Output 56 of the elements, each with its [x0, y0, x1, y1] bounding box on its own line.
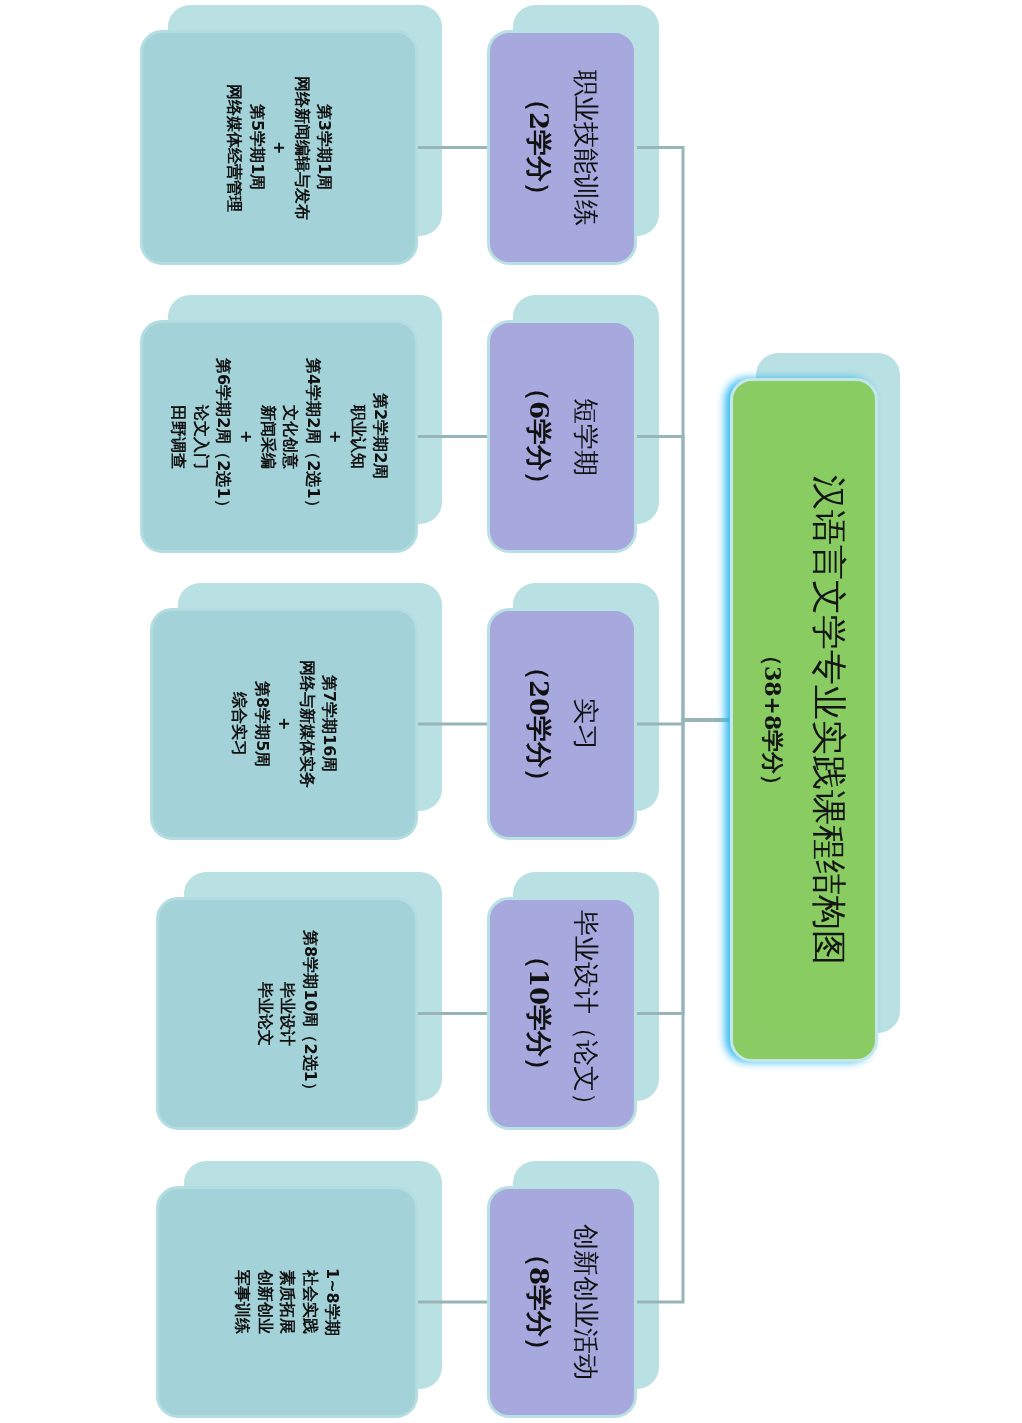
detail-text: 毕业设计	[277, 981, 299, 1046]
connector-line	[418, 722, 487, 726]
category-label: 职业技能训练	[570, 69, 602, 226]
detail-text: 创新创业	[254, 1270, 276, 1334]
title-text: 汉语言文学专业实践课程结构图	[807, 475, 850, 965]
category-label: （10学分）	[523, 943, 555, 1084]
detail-text: 第8学期10周（2选1）	[299, 929, 321, 1098]
detail-text: +	[274, 717, 296, 731]
category-box	[487, 320, 637, 553]
subtitle-text: （38+8学分）	[758, 643, 787, 797]
connector-line	[418, 1300, 487, 1304]
detail-box	[156, 897, 418, 1130]
detail-text: +	[269, 140, 291, 155]
detail-text: 第7学期16周	[319, 675, 340, 773]
connector-line	[418, 146, 487, 149]
detail-box	[156, 1186, 418, 1418]
detail-text: 综合实习	[229, 692, 251, 756]
detail-text: 素质拓展	[277, 1270, 299, 1334]
detail-text: 网络与新媒体实务	[296, 660, 318, 788]
category-label: （6学分）	[523, 375, 555, 498]
detail-text: 论文入门	[190, 404, 212, 469]
detail-text: 第2学期2周	[369, 393, 391, 480]
category-box	[487, 608, 637, 840]
detail-box	[150, 608, 418, 840]
category-box	[487, 1186, 637, 1418]
category-box	[487, 897, 637, 1130]
category-label: （20学分）	[523, 653, 555, 795]
connector-line	[418, 1012, 487, 1015]
category-label: 毕业设计（论文）	[570, 909, 602, 1118]
detail-text: 网络新闻编辑与发布	[291, 75, 313, 220]
detail-text: 第6学期2周（2选1）	[213, 358, 235, 515]
detail-text: 新闻采编	[258, 404, 279, 469]
detail-text: +	[235, 429, 257, 444]
detail-text: 文化创意	[280, 404, 302, 469]
detail-text: 网络媒体经营管理	[224, 83, 246, 212]
category-box	[487, 30, 637, 265]
detail-text: 1~8学期	[322, 1268, 343, 1336]
detail-text: 第4学期2周（2选1）	[302, 358, 324, 515]
title-box	[730, 378, 878, 1062]
detail-box	[140, 320, 418, 553]
detail-text: +	[325, 429, 347, 444]
detail-text: 田野调查	[168, 404, 190, 469]
detail-text: 毕业论文	[254, 981, 276, 1046]
detail-box	[140, 30, 418, 265]
detail-text: 军事训练	[232, 1270, 254, 1334]
category-label: （8学分）	[523, 1240, 555, 1364]
category-label: 创新创业活动	[570, 1224, 602, 1380]
detail-text: 第8学期5周	[251, 680, 273, 768]
connector-line	[418, 435, 487, 438]
detail-text: 第5学期1周	[246, 104, 268, 191]
detail-text: 职业认知	[347, 404, 369, 469]
category-label: 短学期	[570, 397, 602, 476]
detail-text: 第3学期1周	[314, 104, 335, 191]
category-label: （2学分）	[523, 86, 555, 209]
detail-text: 社会实践	[299, 1270, 321, 1334]
category-label: 实习	[570, 698, 602, 750]
